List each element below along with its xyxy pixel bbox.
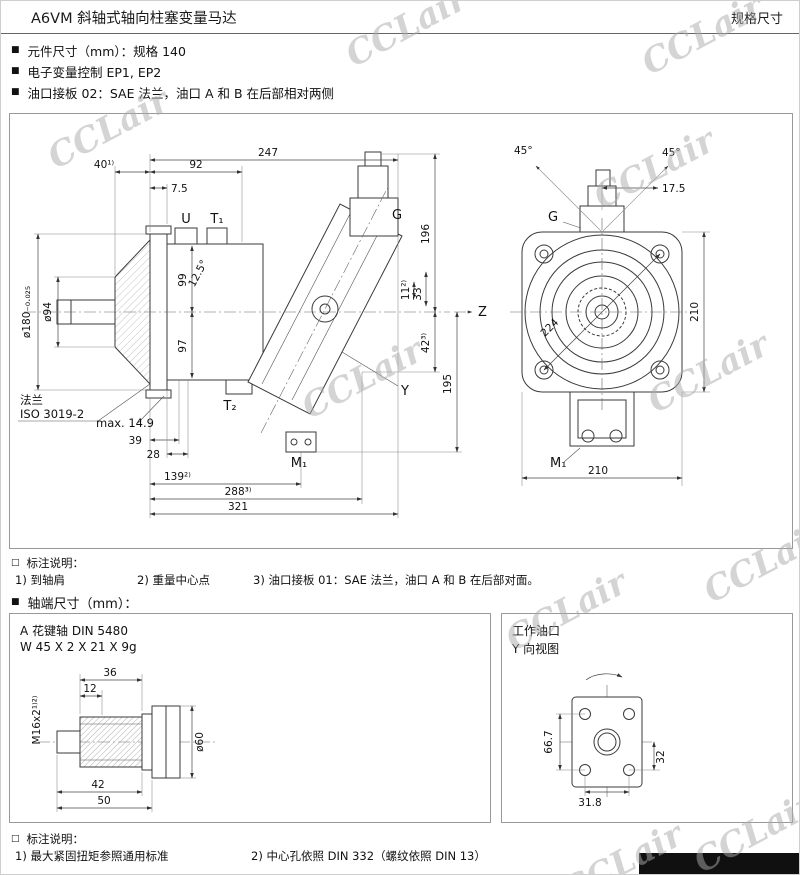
spec-size-label: 规格尺寸 <box>730 11 783 27</box>
dim-60-label: ø60 <box>194 732 206 752</box>
dim-247-label: 247 <box>258 147 278 159</box>
bullet-line: ■ 电子变量控制 EP1, EP2 <box>11 61 334 82</box>
angle-45-left-label: 45° <box>514 145 533 157</box>
dim-66-7-label: 66.7 <box>543 730 555 753</box>
dim-42-label: 42³⁾ <box>420 333 432 354</box>
dim-28-label: 28 <box>147 449 160 461</box>
dim-m16-label: M16x2¹⁾²⁾ <box>31 695 43 744</box>
spline-spec-label: W 45 X 2 X 21 X 9g <box>20 640 137 654</box>
dim-210-horizontal-label: 210 <box>588 465 608 477</box>
axis-z-label: Z <box>478 305 487 320</box>
dim-7-5-label: 7.5 <box>171 183 188 195</box>
dim-99-label: 99 <box>177 273 189 286</box>
dim-195-label: 195 <box>442 374 454 394</box>
side-view-dimensions <box>18 153 473 518</box>
y-view-label: Y 向视图 <box>512 642 560 656</box>
dim-139-label: 139²⁾ <box>164 471 191 483</box>
main-drawing-box: 247 40¹⁾ 92 7.5 U T₁ G 196 12.5° 99 97 1… <box>9 113 793 549</box>
port-g-label: G <box>392 208 402 223</box>
notes-bottom-title: □ 标注说明： <box>11 831 84 847</box>
notes-main-title: □ 标注说明： <box>11 555 84 571</box>
bullet-text: 元件尺寸（mm）：规格 140 <box>27 44 186 59</box>
flange-label: 法兰 <box>20 393 43 407</box>
dim-97-label: 97 <box>177 339 189 352</box>
iso-standard-label: ISO 3019-2 <box>20 407 84 421</box>
bullet-square-icon: ■ <box>11 597 20 607</box>
shaft-end-box: A 花键轴 DIN 5480 W 45 X 2 X 21 X 9g <box>9 613 491 823</box>
header: A6VM 斜轴式轴向柱塞变量马达 规格尺寸 <box>1 1 799 34</box>
dim-12-label: 12 <box>83 683 96 695</box>
shaft-section-title: ■ 轴端尺寸（mm）： <box>11 593 137 612</box>
intro-bullets: ■ 元件尺寸（mm）：规格 140 ■ 电子变量控制 EP1, EP2 ■ 油口… <box>11 40 334 103</box>
dim-11-label: 11²⁾ <box>400 280 412 301</box>
port-m1-label: M₁ <box>291 456 307 471</box>
port-geometry <box>560 673 654 799</box>
notes-main-title-text: 标注说明： <box>26 556 85 570</box>
bullet-text: 油口接板 02：SAE 法兰，油口 A 和 B 在后部相对两侧 <box>27 86 335 101</box>
angle-45-right-label: 45° <box>662 147 681 159</box>
dim-39-label: 39 <box>129 435 142 447</box>
note-bottom-item-2: 2) 中心孔依照 DIN 332（螺纹依照 DIN 13） <box>251 849 486 863</box>
notes-bottom-title-text: 标注说明： <box>26 832 85 846</box>
port-g-front-label: G <box>548 210 558 225</box>
port-u-label: U <box>181 212 191 227</box>
shaft-geometry <box>38 705 215 779</box>
max-14-9-label: max. 14.9 <box>96 416 154 430</box>
bullet-line: ■ 油口接板 02：SAE 法兰，油口 A 和 B 在后部相对两侧 <box>11 82 334 103</box>
dim-31-8-label: 31.8 <box>578 797 601 809</box>
note-item-1: 1) 到轴肩 <box>15 573 65 587</box>
dim-42-shaft-label: 42 <box>91 779 104 791</box>
dim-180-label: ø180₋₀.₀₂₅ <box>21 286 33 338</box>
dim-288-label: 288³⁾ <box>225 486 252 498</box>
shaft-labels: 36 12 M16x2¹⁾²⁾ ø60 42 50 <box>31 667 206 807</box>
bullet-line: ■ 元件尺寸（mm）：规格 140 <box>11 40 334 61</box>
port-y-label: Y <box>400 384 409 399</box>
page-title: A6VM 斜轴式轴向柱塞变量马达 <box>31 10 237 27</box>
port-t2-label: T₂ <box>222 399 236 414</box>
shaft-dimensions <box>56 674 196 812</box>
dim-321-label: 321 <box>228 501 248 513</box>
dim-196-label: 196 <box>420 224 432 244</box>
bullet-text: 电子变量控制 EP1, EP2 <box>27 65 162 80</box>
shaft-section-title-text: 轴端尺寸（mm）： <box>27 597 138 612</box>
note-square-icon: □ <box>11 557 20 568</box>
port-labels: 66.7 31.8 32 <box>543 730 667 809</box>
dim-92-label: 92 <box>189 159 202 171</box>
bullet-square-icon: ■ <box>11 45 20 55</box>
note-item-3: 3) 油口接板 01：SAE 法兰，油口 A 和 B 在后部对面。 <box>253 573 539 587</box>
dim-94-label: ø94 <box>42 302 54 322</box>
spline-type-label: A 花键轴 DIN 5480 <box>20 624 128 638</box>
port-m1-front-label: M₁ <box>550 456 566 471</box>
working-port-title: 工作油口 <box>512 624 561 638</box>
port-t1-label: T₁ <box>209 212 223 227</box>
logo-block <box>639 853 799 874</box>
dim-33-label: 33 <box>412 287 424 300</box>
dim-36-label: 36 <box>103 667 117 679</box>
dim-50-label: 50 <box>97 795 110 807</box>
main-drawing: 247 40¹⁾ 92 7.5 U T₁ G 196 12.5° 99 97 1… <box>18 145 710 518</box>
shaft-drawing: 36 12 M16x2¹⁾²⁾ ø60 42 50 <box>31 667 215 812</box>
note-square-icon: □ <box>11 833 20 844</box>
dim-210-vertical-label: 210 <box>689 302 701 322</box>
dim-40-label: 40¹⁾ <box>94 159 115 171</box>
working-port-box: 工作油口 Y 向视图 <box>501 613 793 823</box>
bullet-square-icon: ■ <box>11 66 20 76</box>
front-view-dimensions <box>521 165 710 486</box>
note-item-2: 2) 重量中心点 <box>137 573 210 587</box>
dim-17-5-label: 17.5 <box>662 183 685 195</box>
port-drawing: 66.7 31.8 32 <box>543 673 667 809</box>
bullet-square-icon: ■ <box>11 87 20 97</box>
port-dimensions <box>556 713 660 796</box>
dim-32-label: 32 <box>655 750 667 763</box>
note-bottom-item-1: 1) 最大紧固扭矩参照通用标准 <box>15 849 169 863</box>
